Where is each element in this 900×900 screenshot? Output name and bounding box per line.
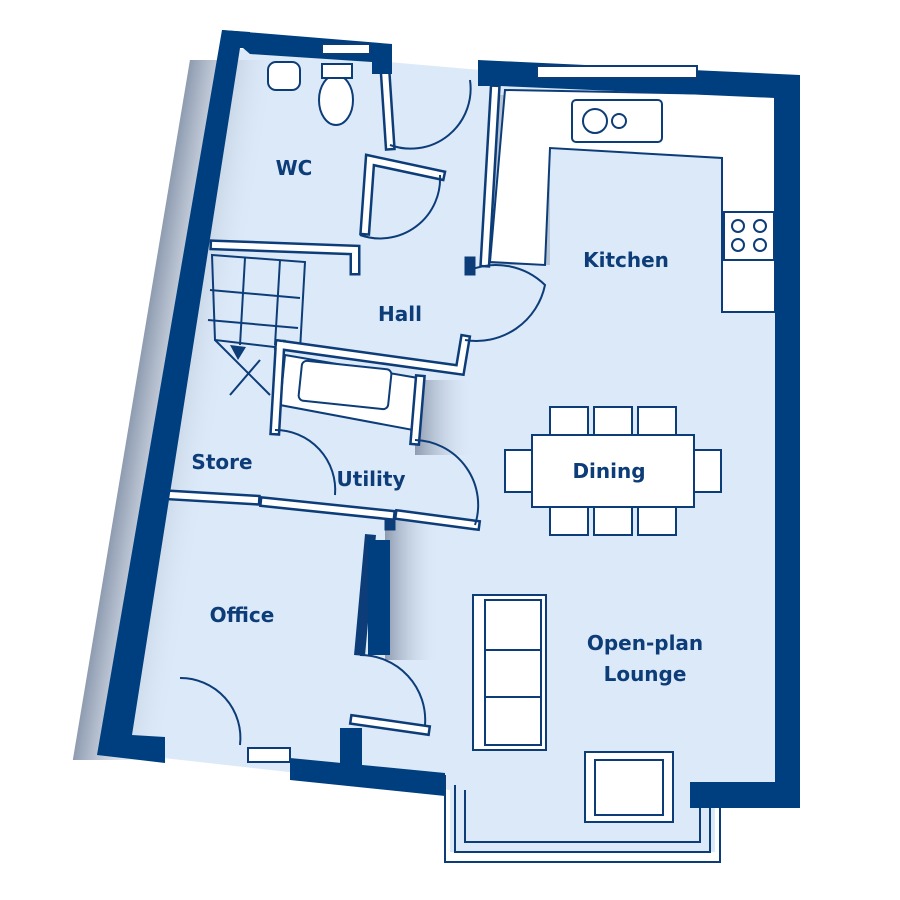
hob-ring [731,238,745,252]
room-label-office: Office [210,603,275,627]
hob-ring [753,238,767,252]
room-label-kitchen: Kitchen [583,248,669,272]
interior-walls [164,64,501,737]
room-label-store: Store [191,450,252,474]
hob-ring [753,219,767,233]
sink-bowl [582,108,608,134]
hob [723,211,775,261]
toilet [318,74,354,126]
basin [267,61,301,91]
dining-table [504,406,722,536]
room-label-hall: Hall [378,302,422,326]
room-label-lounge-line1: Open-plan [587,631,703,655]
room-label-lounge-line2: Lounge [604,662,687,686]
room-label-dining: Dining [572,459,645,483]
room-label-utility: Utility [337,467,406,491]
stair-arrow-icon [230,345,246,360]
windows [247,43,721,863]
external-walls [97,30,800,808]
door-swings [179,79,547,746]
kitchen-sink [571,99,663,143]
room-label-wc: WC [276,156,313,180]
toilet-cistern [321,63,353,79]
armchair [584,751,674,823]
utility-sink [297,359,393,411]
wall-shadow [415,380,475,455]
sofa [472,594,547,751]
sink-bowl [611,113,627,129]
wall-shadow [385,520,440,660]
hob-ring [731,219,745,233]
